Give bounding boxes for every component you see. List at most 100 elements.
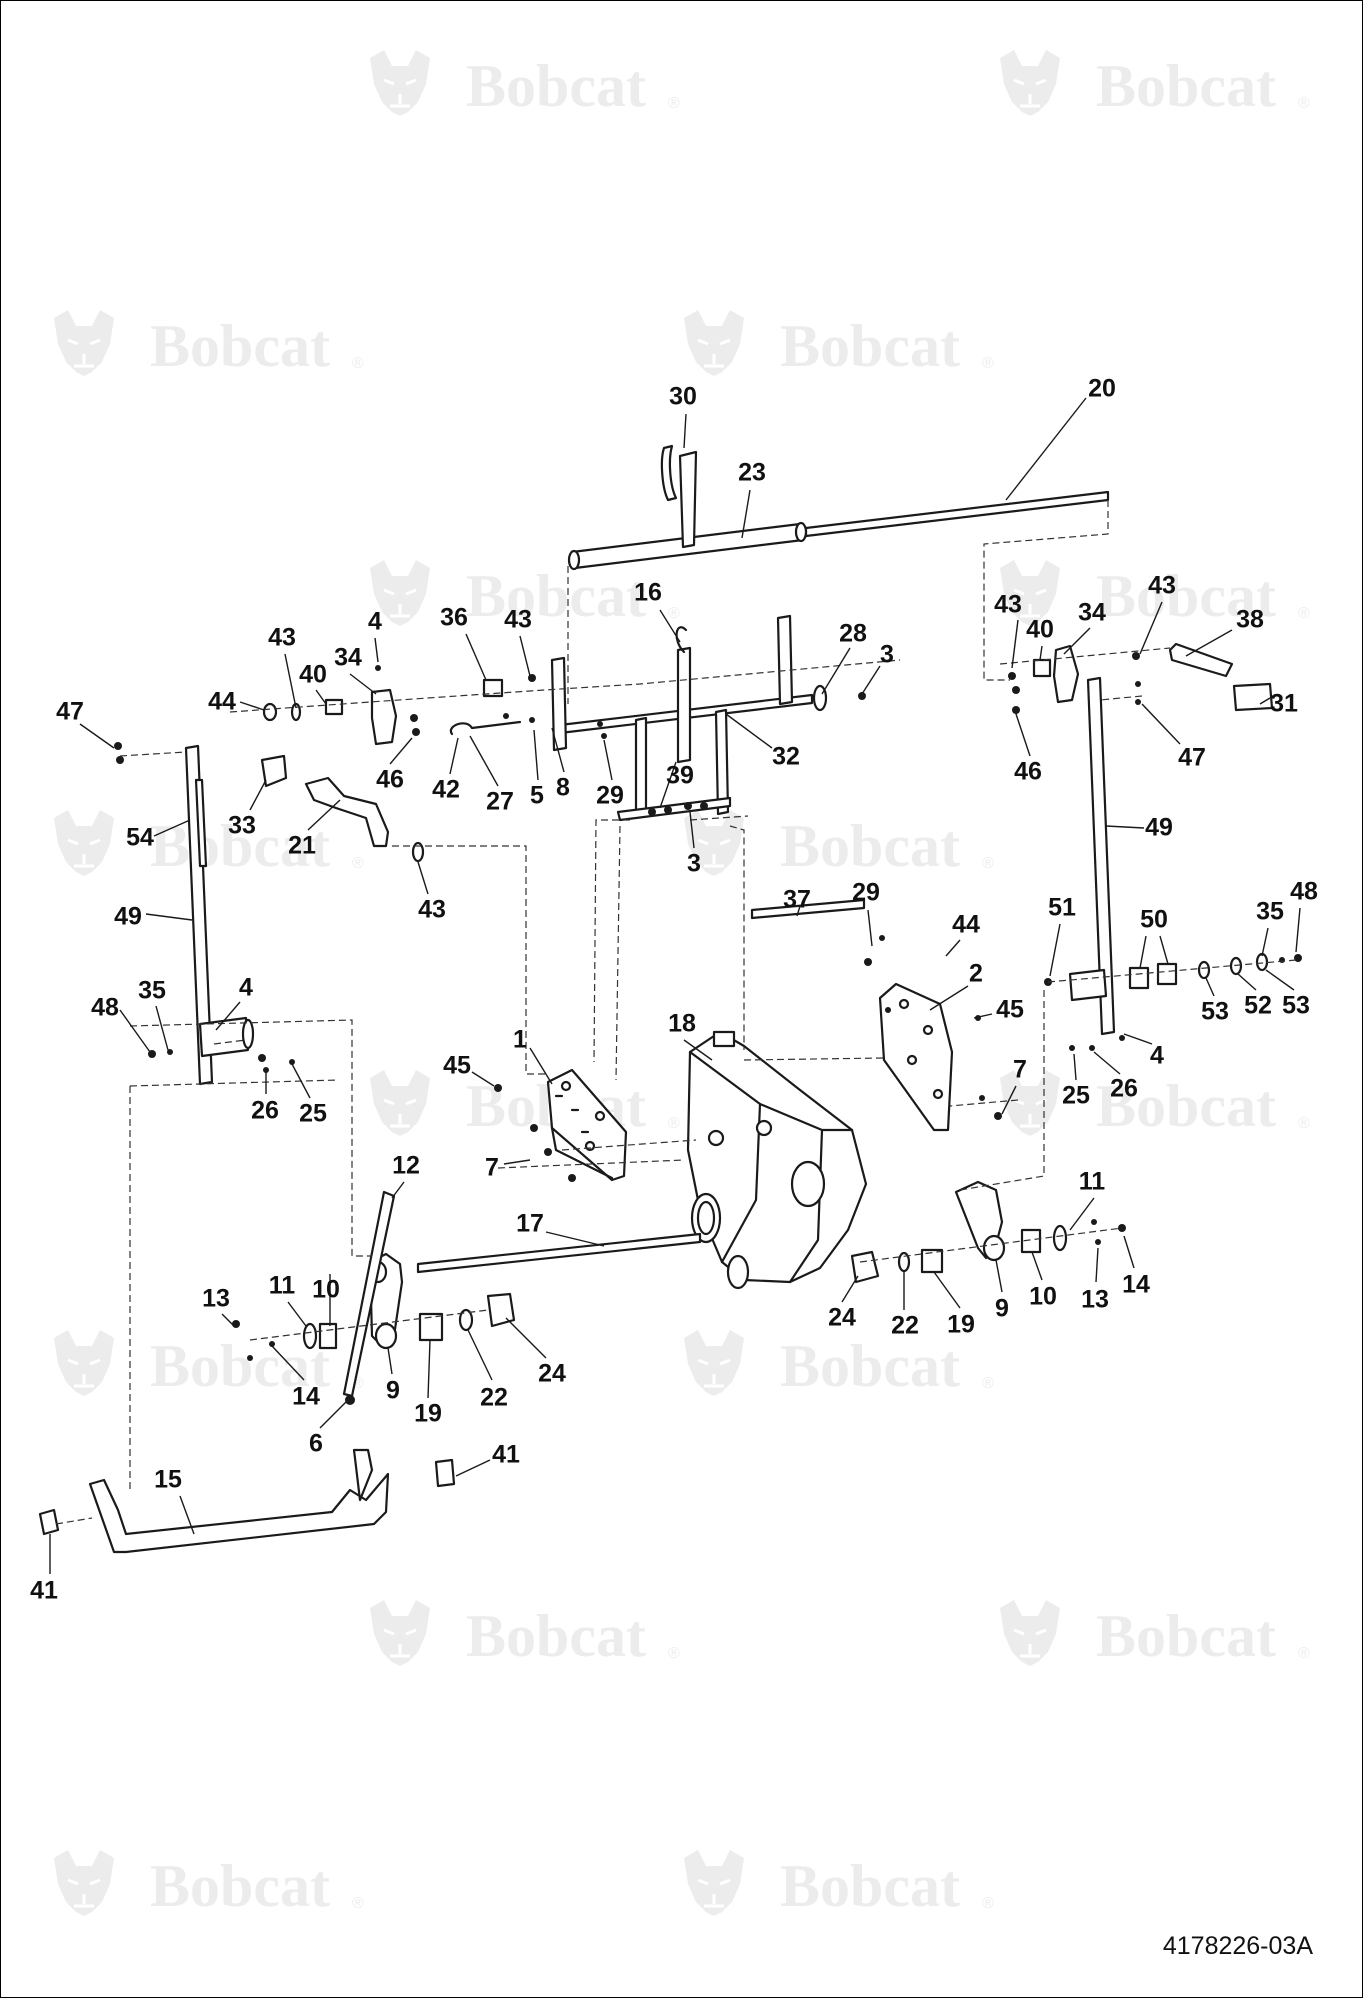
callout-label: 19: [414, 1399, 442, 1428]
callout-label: 44: [952, 910, 980, 939]
callout-label: 38: [1236, 605, 1264, 634]
callout-label: 28: [839, 619, 867, 648]
callout-label: 10: [312, 1275, 340, 1304]
callout-label: 7: [1013, 1055, 1027, 1084]
watermark-reg: ®: [1298, 1115, 1310, 1132]
callout-label: 27: [486, 787, 514, 816]
callout-label: 34: [1078, 598, 1106, 627]
callout-label: 48: [1290, 877, 1318, 906]
callout-label: 3: [687, 849, 701, 878]
callout-label: 49: [1145, 813, 1173, 842]
callout-label: 9: [995, 1294, 1009, 1323]
callout-label: 13: [1081, 1285, 1109, 1314]
bobcat-head-logo-icon: [52, 308, 116, 378]
watermark-reg: ®: [982, 1895, 994, 1912]
bobcat-head-logo-icon: [998, 1598, 1062, 1668]
callout-label: 41: [492, 1440, 520, 1469]
callout-label: 18: [668, 1009, 696, 1038]
callout-label: 45: [443, 1051, 471, 1080]
bobcat-head-logo-icon: [998, 48, 1062, 118]
callout-label: 43: [994, 590, 1022, 619]
callout-label: 34: [334, 643, 362, 672]
callout-label: 4: [1150, 1041, 1164, 1070]
bobcat-head-logo-icon: [682, 308, 746, 378]
callout-label: 3: [880, 640, 894, 669]
watermark-brand: Bobcat: [1096, 563, 1276, 629]
callout-label: 8: [556, 773, 570, 802]
callout-label: 33: [228, 811, 256, 840]
watermark-brand: Bobcat: [466, 53, 646, 119]
watermark-logo: Bobcat®: [682, 308, 994, 379]
callout-label: 15: [154, 1465, 182, 1494]
watermark-reg: ®: [668, 95, 680, 112]
bobcat-head-logo-icon: [368, 48, 432, 118]
callout-label: 43: [418, 895, 446, 924]
callout-label: 12: [392, 1151, 420, 1180]
callout-label: 11: [268, 1271, 296, 1300]
watermark-reg: ®: [982, 855, 994, 872]
callout-label: 25: [299, 1099, 327, 1128]
callout-label: 41: [30, 1576, 58, 1605]
callout-label: 40: [299, 660, 327, 689]
watermark-logo: Bobcat®: [52, 1848, 364, 1919]
bobcat-head-logo-icon: [52, 1848, 116, 1918]
callout-label: 24: [538, 1359, 566, 1388]
bobcat-head-logo-icon: [998, 1068, 1062, 1138]
callout-label: 43: [1148, 571, 1176, 600]
callout-label: 25: [1062, 1081, 1090, 1110]
callout-label: 30: [669, 382, 697, 411]
callout-label: 43: [268, 623, 296, 652]
callout-label: 23: [738, 458, 766, 487]
watermark-logo: Bobcat®: [998, 1068, 1310, 1139]
callout-label: 9: [386, 1376, 400, 1405]
callout-label: 22: [891, 1311, 919, 1340]
callout-label: 47: [1178, 743, 1206, 772]
watermark-reg: ®: [982, 1375, 994, 1392]
callout-label: 1: [513, 1025, 527, 1054]
watermark-reg: ®: [352, 355, 364, 372]
watermark-brand: Bobcat: [1096, 53, 1276, 119]
watermark-reg: ®: [982, 355, 994, 372]
callout-label: 37: [783, 885, 811, 914]
watermark-brand: Bobcat: [466, 563, 646, 629]
callout-label: 24: [828, 1303, 856, 1332]
callout-label: 36: [440, 603, 468, 632]
callout-label: 42: [432, 775, 460, 804]
callout-label: 32: [772, 742, 800, 771]
callout-label: 20: [1088, 374, 1116, 403]
callout-label: 26: [251, 1096, 279, 1125]
watermark-layer: Bobcat®Bobcat®Bobcat®Bobcat®Bobcat®Bobca…: [52, 48, 1310, 1919]
callout-label: 46: [1014, 757, 1042, 786]
callout-label: 14: [1122, 1270, 1150, 1299]
watermark-reg: ®: [352, 1895, 364, 1912]
callout-label: 35: [138, 976, 166, 1005]
bobcat-head-logo-icon: [52, 808, 116, 878]
callout-label: 29: [596, 781, 624, 810]
watermark-reg: ®: [668, 1115, 680, 1132]
document-number: 4178226-03A: [1162, 1932, 1313, 1960]
watermark-logo: Bobcat®: [998, 48, 1310, 119]
watermark-reg: ®: [668, 605, 680, 622]
watermark-logo: Bobcat®: [368, 1068, 680, 1139]
watermark-reg: ®: [668, 1645, 680, 1662]
callout-label: 39: [666, 761, 694, 790]
bobcat-head-logo-icon: [682, 1848, 746, 1918]
watermark-logo: Bobcat ®: [368, 558, 680, 629]
callout-label: 2: [969, 959, 983, 988]
watermark-logo: Bobcat®: [368, 1598, 680, 1669]
watermark-logo: Bobcat ®: [368, 48, 680, 119]
callout-label: 16: [634, 578, 662, 607]
watermark-reg: ®: [1298, 605, 1310, 622]
callout-label: 46: [376, 765, 404, 794]
callout-label: 26: [1110, 1074, 1138, 1103]
watermark-logo: Bobcat®: [682, 1328, 994, 1399]
watermark-logo: Bobcat ®: [998, 558, 1310, 629]
watermark-logo: Bobcat®: [682, 1848, 994, 1919]
watermark-reg: ®: [352, 855, 364, 872]
callout-label: 10: [1029, 1282, 1057, 1311]
callout-label: 40: [1026, 615, 1054, 644]
callout-label: 44: [208, 687, 236, 716]
watermark-logo: Bobcat®: [52, 1328, 364, 1399]
